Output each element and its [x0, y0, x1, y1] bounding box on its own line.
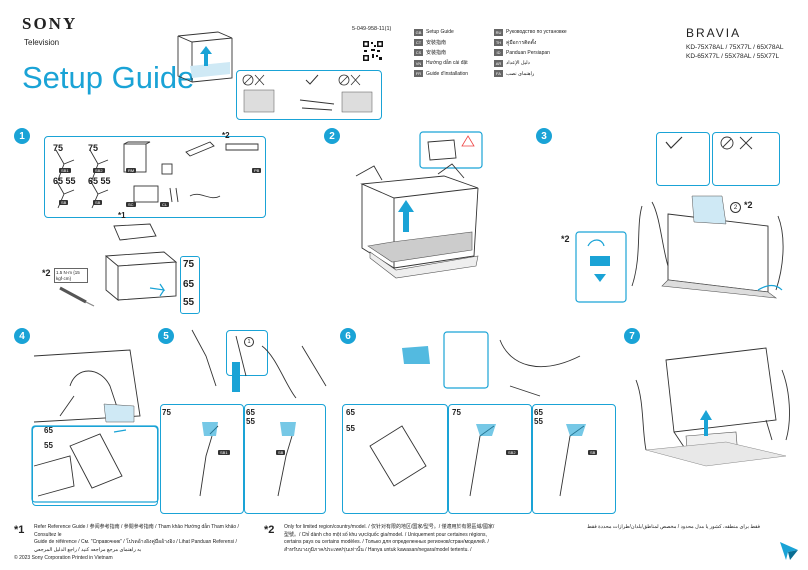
stand-label-1: 75: [53, 143, 64, 153]
part-tag-sc: SC: [126, 202, 136, 207]
step-5-tag-sb: SB: [276, 450, 286, 455]
step-6-size-55: 55: [346, 424, 355, 433]
part-tag-sb2: SB2: [93, 168, 105, 173]
step-3-bad-panel: [712, 132, 780, 186]
step-3-star-2: *2: [744, 200, 753, 210]
part-tag-cl: CL: [160, 202, 170, 207]
step-1-number: 1: [14, 128, 30, 144]
step-6-detail-panel-c: [532, 404, 616, 514]
stand-label-3: 65 55: [53, 176, 76, 186]
part-tag-sb-a: SB: [59, 200, 69, 205]
step-5-detail-panel-b: [244, 404, 326, 514]
step-1-star1: *1: [118, 211, 126, 220]
part-tag-sb1: SB1: [59, 168, 71, 173]
size-selector-box: [180, 256, 200, 314]
step-6-number: 6: [340, 328, 356, 344]
step-5-size-right: 65 55: [246, 408, 255, 426]
doc-number: 5-049-958-11(1): [352, 26, 392, 32]
step-7-number: 7: [624, 328, 640, 344]
stand-label-2: 75: [88, 143, 99, 153]
models-line-1: KD-75X78AL / 75X77L / 65X78AL: [686, 44, 784, 51]
step-3-illustration: [575, 195, 784, 303]
step-5-tag-sb1: SB1: [218, 450, 230, 455]
step-7-illustration: [635, 347, 790, 467]
part-tag-sb-b: SB: [93, 200, 103, 205]
copyright: © 2023 Sony Corporation Printed in Vietn…: [14, 555, 113, 561]
part-tag-pb: PB: [252, 168, 262, 173]
step-3-check-icon: [665, 136, 683, 149]
step-5-zoom-panel: [226, 330, 268, 376]
note-1-mark: *1: [14, 524, 25, 536]
size-55: 55: [183, 297, 195, 308]
note-2-mark: *2: [264, 524, 275, 536]
step-5-detail-panel-a: [160, 404, 244, 514]
step-2-number: 2: [324, 128, 340, 144]
step-4-detail-panel: [32, 426, 158, 506]
step-3-number: 3: [536, 128, 552, 144]
step-5-number: 5: [158, 328, 174, 344]
models-line-2: KD-65X77L / 55X78AL / 55X77L: [686, 53, 780, 60]
step-3-callout-2: 2: [730, 202, 741, 213]
sony-arrow-logo-icon: [780, 542, 798, 560]
stand-label-4: 65 55: [88, 176, 111, 186]
step-3-good-panel: [656, 132, 710, 186]
step-6-detail-panel-a: [342, 404, 448, 514]
step-6-tag-sb: SB: [588, 450, 598, 455]
page-title: Setup Guide: [22, 60, 195, 95]
step-1-star2: *2: [222, 131, 230, 140]
warning-panel: [236, 70, 382, 120]
step-1-box-illustration: [104, 223, 178, 301]
step-1-parts-illustration: [55, 141, 259, 209]
step-4-size-55: 55: [44, 441, 53, 450]
step-6-tag-sb2: SB2: [506, 450, 518, 455]
note-2-text: Only for limited region/country/model. /…: [284, 524, 495, 553]
series-logo: BRAVIA: [686, 26, 742, 40]
step-4-number: 4: [14, 328, 30, 344]
torque-note: 1.5 N·m {15 kgf·cm}: [54, 268, 88, 283]
step-6-detail-panel-b: [448, 404, 532, 514]
note-1-text: Refer Reference Guide / 参阅参考指南 / 參閱參考指南 …: [34, 524, 239, 553]
brand-logo: SONY: [22, 14, 78, 33]
step-3-star: *2: [561, 234, 570, 244]
step-6-size-6555: 65 55: [534, 408, 543, 426]
warning-icons: [242, 74, 373, 113]
step-5-callout-1: 1: [244, 337, 254, 347]
part-tag-rm: RM: [126, 168, 137, 173]
product-label: Television: [24, 38, 60, 47]
step-5-size-left: 75: [162, 408, 171, 417]
screwdriver-icon: [59, 286, 95, 307]
torque-star: *2: [42, 268, 51, 278]
step-5-illustration: [191, 329, 327, 497]
step-2-illustration: [355, 131, 483, 279]
note-3-text: فقط برای منطقه، کشور یا مدل محدود / مخصص…: [587, 524, 760, 530]
qr-code-icon: [362, 40, 384, 62]
step-6-size-75: 75: [452, 408, 461, 417]
size-65: 65: [183, 279, 195, 290]
step-6-illustration: [369, 331, 586, 497]
step-4-size-65: 65: [44, 426, 53, 435]
size-75: 75: [183, 259, 195, 270]
header-box-illustration: [177, 31, 233, 83]
step-3-no-icon: [720, 136, 753, 150]
step-6-size-65: 65: [346, 408, 355, 417]
step-1-parts-panel: [44, 136, 266, 218]
